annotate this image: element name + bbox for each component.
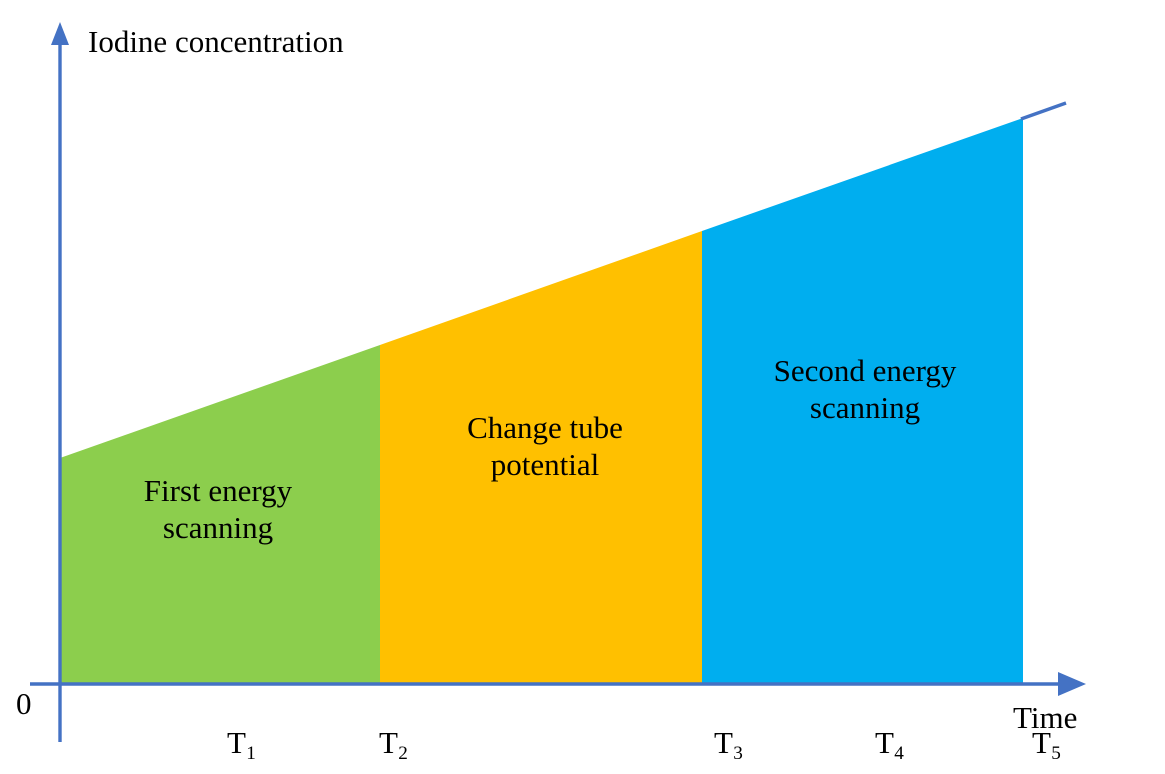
region-label-line1: First energy (143, 473, 293, 508)
x-tick-label-t4: T4 (845, 688, 904, 774)
tick-sub-t1: 1 (246, 742, 256, 764)
x-axis-arrowhead-icon (1058, 672, 1086, 696)
x-tick-label-t5: T5 (1002, 688, 1061, 774)
y-axis-title: Iodine concentration (88, 24, 344, 59)
x-tick-label-t2: T2 (349, 688, 408, 774)
region-first-energy-scanning (60, 345, 380, 684)
x-tick-label-t3: T3 (684, 688, 743, 774)
origin-label: 0 (16, 686, 32, 721)
region-label-line1: Change tube (467, 410, 623, 445)
tick-base-t4: T (874, 724, 894, 760)
region-label-line1: Second energy (773, 353, 957, 388)
region-change-tube-potential (380, 231, 702, 684)
concentration-trend-line (1020, 101, 1067, 121)
region-label-first-energy-scanning: First energy scanning (93, 473, 343, 546)
tick-base-t1: T (226, 724, 246, 760)
region-label-line2: potential (490, 446, 600, 482)
y-axis-arrowhead-icon (51, 22, 69, 45)
tick-base-t3: T (713, 724, 733, 760)
tick-sub-t3: 3 (733, 742, 743, 764)
region-label-line2: scanning (162, 509, 274, 545)
tick-base-t5: T (1031, 724, 1051, 760)
tick-base-t2: T (378, 724, 398, 760)
region-label-line2: scanning (809, 389, 921, 425)
region-label-second-energy-scanning: Second energy scanning (720, 353, 1010, 426)
x-tick-label-t1: T1 (197, 688, 256, 774)
tick-sub-t4: 4 (894, 742, 904, 764)
x-axis-title: Time (1013, 700, 1078, 735)
region-label-change-tube-potential: Change tube potential (415, 410, 675, 483)
tick-sub-t2: 2 (398, 742, 408, 764)
region-second-energy-scanning (702, 118, 1023, 684)
tick-sub-t5: 5 (1051, 742, 1061, 764)
